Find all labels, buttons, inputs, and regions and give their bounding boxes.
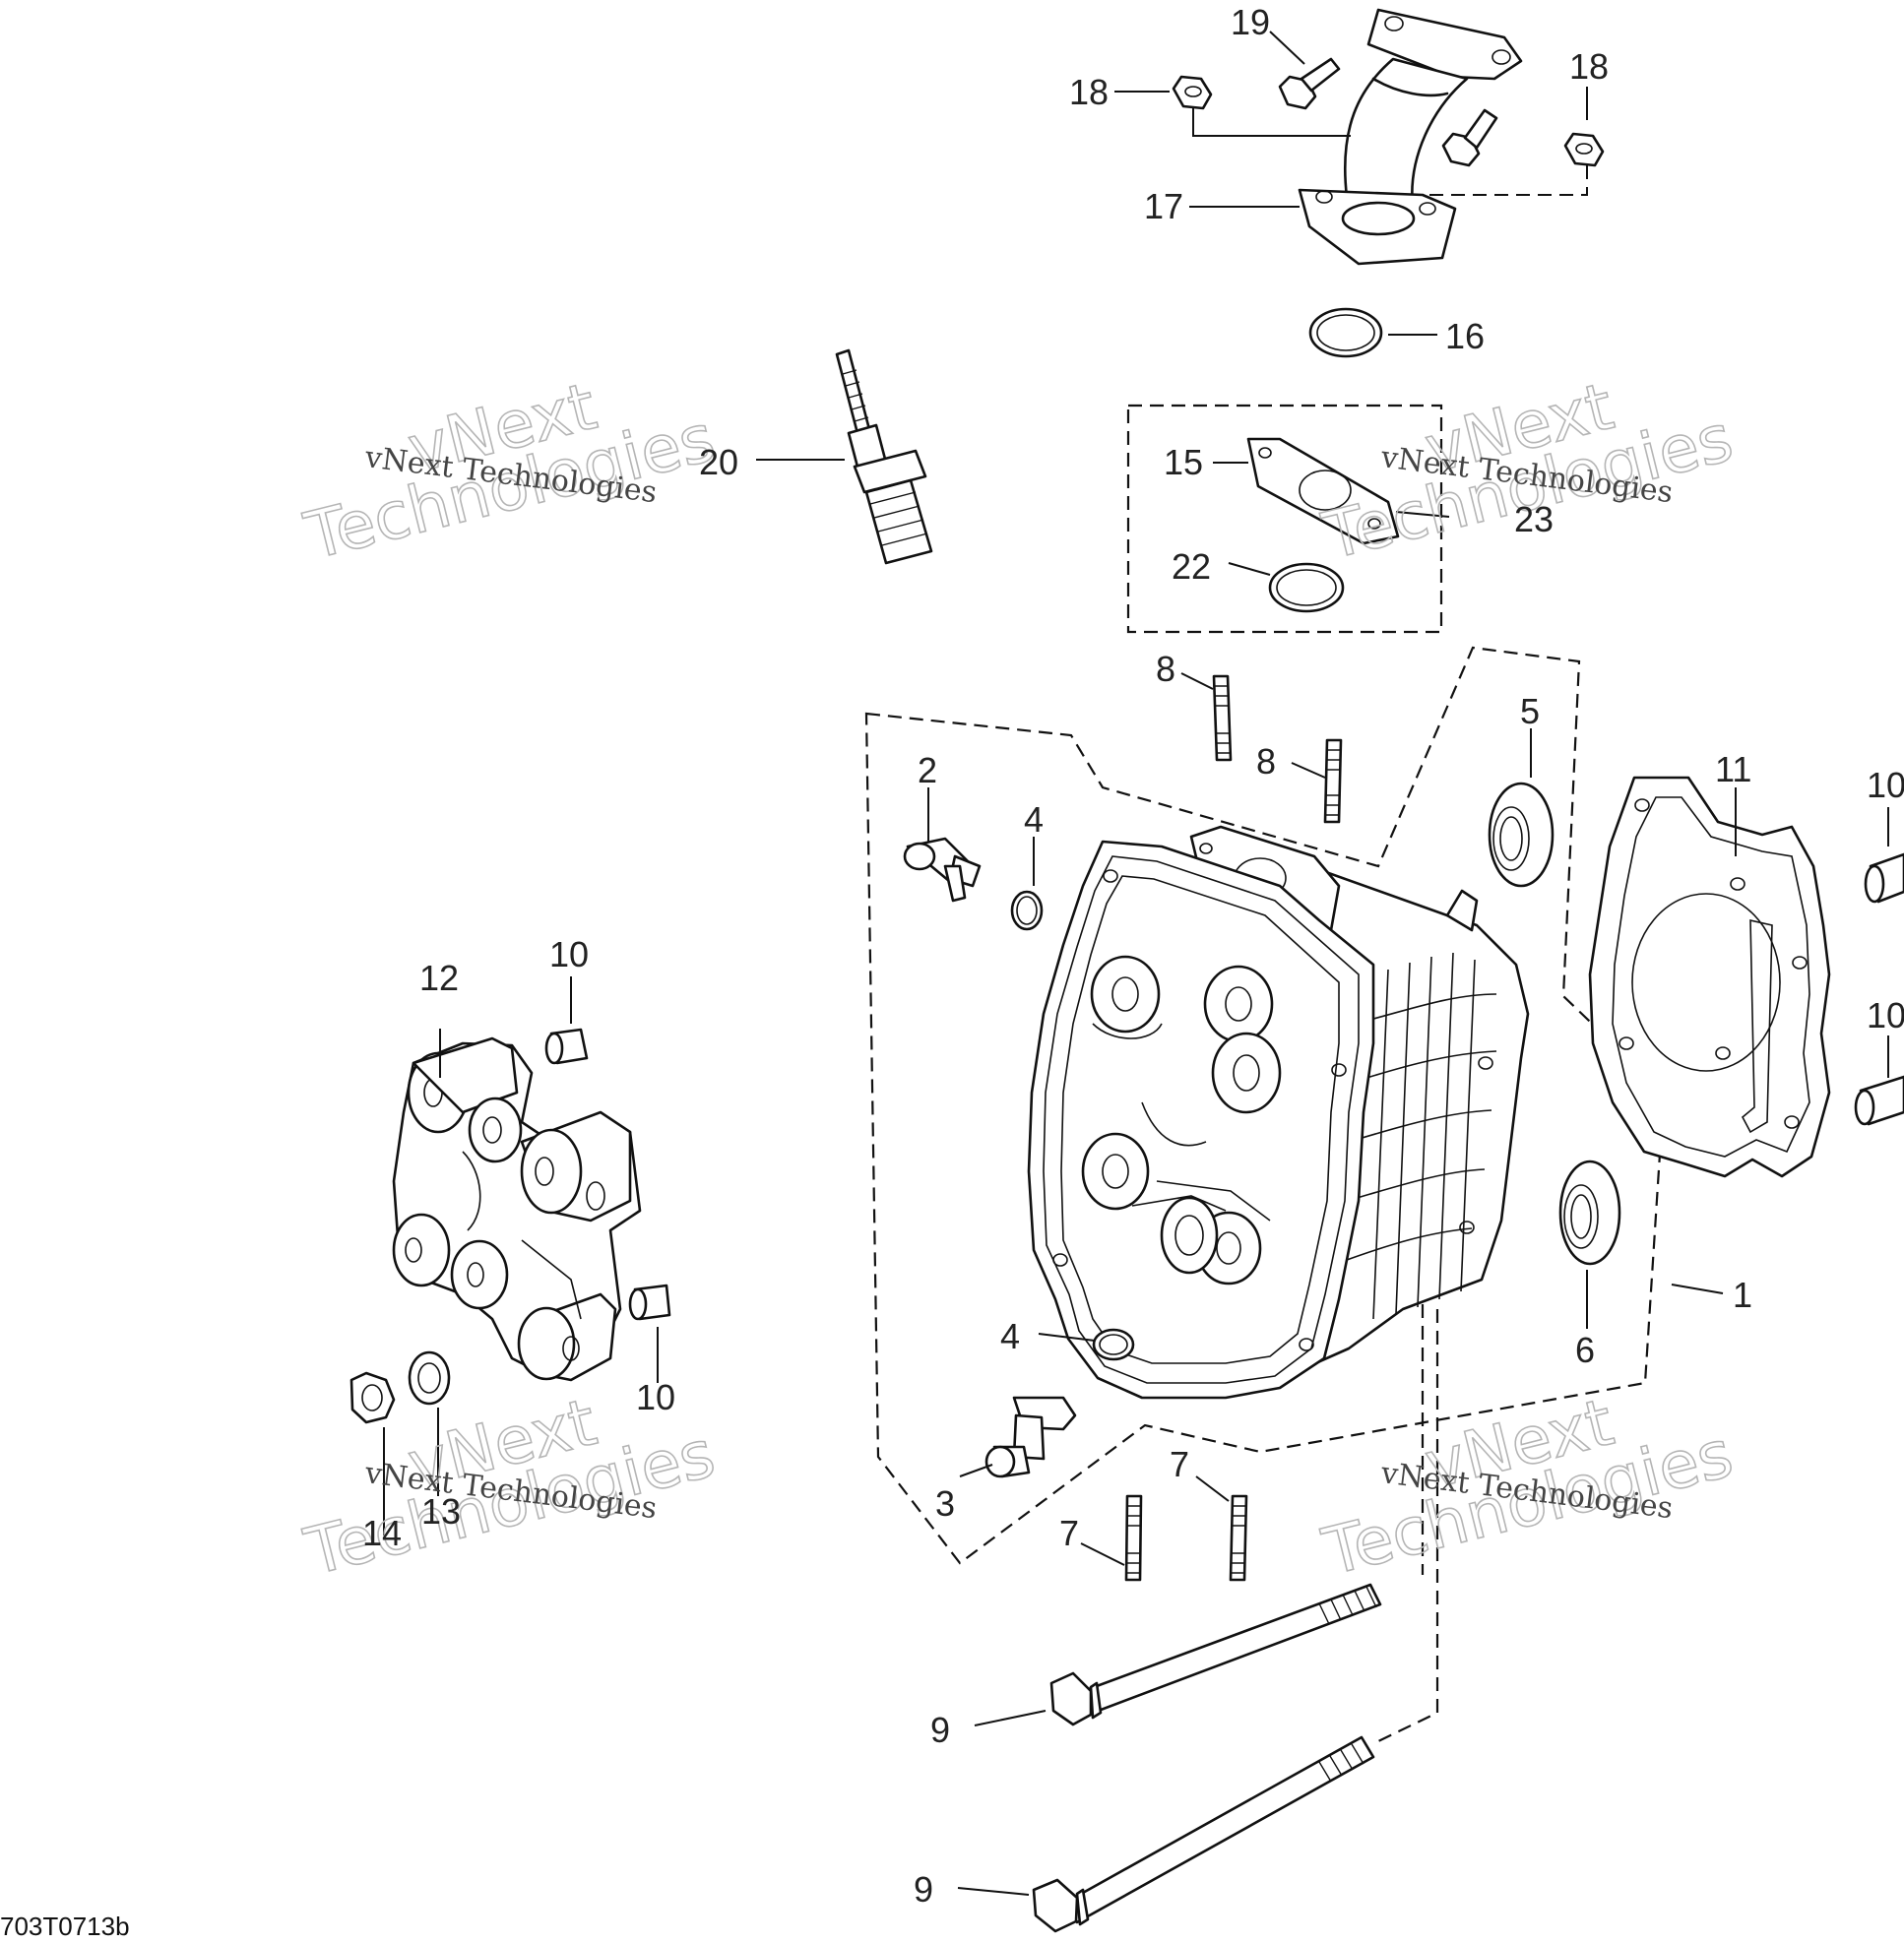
intake-manifold [1298, 8, 1523, 266]
callout-5: 5 [1520, 691, 1540, 731]
nut-18-left [1172, 75, 1213, 110]
watermark-4: Technologies vNext vNext Technologies [1314, 1383, 1741, 1591]
bolt-9-lower [1032, 1735, 1375, 1933]
pin-2 [903, 837, 982, 903]
washer-4-lower [1092, 1328, 1135, 1361]
gasket-15 [1246, 437, 1400, 545]
callout-10-left-upper: 10 [549, 934, 589, 974]
callout-18-right: 18 [1569, 46, 1609, 87]
rocker-assembly [392, 1036, 642, 1382]
callout-22: 22 [1172, 546, 1211, 587]
callout-10-right-lower: 10 [1867, 995, 1904, 1035]
bolt-19b [1441, 108, 1498, 167]
watermark-2: Technologies vNext vNext Technologies [1314, 367, 1741, 575]
callout-12: 12 [419, 958, 459, 998]
stud-7-a [1124, 1494, 1143, 1582]
o-ring-16 [1308, 307, 1383, 358]
callout-8-b: 8 [1256, 741, 1276, 782]
leader-lines [383, 31, 1889, 1896]
callout-9-upper: 9 [930, 1710, 950, 1750]
pin-3 [984, 1396, 1077, 1478]
nut-14 [349, 1371, 396, 1424]
callout-7-b: 7 [1059, 1513, 1079, 1553]
head-gasket-11 [1588, 776, 1831, 1178]
nut-18-right [1563, 132, 1605, 167]
seal-5 [1488, 782, 1555, 888]
callout-17: 17 [1144, 186, 1183, 226]
washer-4-upper [1010, 890, 1044, 931]
washer-13 [408, 1350, 451, 1406]
spark-plug [835, 348, 933, 565]
callout-4-lower: 4 [1000, 1316, 1020, 1356]
stud-7-b [1229, 1494, 1248, 1582]
callout-14: 14 [362, 1513, 402, 1553]
dowel-10-right-lower [1854, 1075, 1904, 1126]
dowel-10-left-lower [628, 1284, 671, 1321]
callout-16: 16 [1445, 316, 1485, 356]
stud-8-b [1323, 738, 1343, 824]
callout-18-left: 18 [1069, 72, 1109, 112]
callout-4-upper: 4 [1024, 799, 1044, 840]
callout-3: 3 [935, 1483, 955, 1524]
callout-9-lower: 9 [914, 1869, 933, 1910]
cylinder-head [1027, 825, 1530, 1400]
callout-7-a: 7 [1170, 1444, 1189, 1484]
callout-20: 20 [699, 442, 738, 482]
callout-15: 15 [1164, 442, 1203, 482]
callout-2: 2 [918, 750, 937, 790]
callout-8-a: 8 [1156, 649, 1175, 689]
o-ring-22 [1268, 562, 1345, 613]
dowel-10-left-upper [544, 1028, 589, 1065]
callouts: 19 18 18 17 16 20 15 23 22 8 8 5 11 10 1… [362, 2, 1904, 1910]
callout-23: 23 [1514, 499, 1554, 539]
seal-6 [1558, 1160, 1621, 1266]
callout-1: 1 [1733, 1275, 1752, 1315]
callout-10-left-lower: 10 [636, 1377, 675, 1417]
callout-10-right-upper: 10 [1867, 765, 1904, 805]
callout-11: 11 [1715, 749, 1751, 789]
gasket-kit-box [1126, 404, 1443, 634]
dowel-10-right-upper [1864, 852, 1904, 904]
callout-13: 13 [421, 1491, 461, 1532]
watermark-1: Technologies vNext vNext Technologies [296, 367, 723, 575]
callout-6: 6 [1575, 1330, 1595, 1370]
bolt-9-upper [1049, 1583, 1382, 1726]
bolt-19 [1278, 57, 1341, 110]
callout-19: 19 [1231, 2, 1270, 42]
diagram-code: 703T0713b [0, 1912, 130, 1941]
stud-8-a [1212, 674, 1233, 762]
